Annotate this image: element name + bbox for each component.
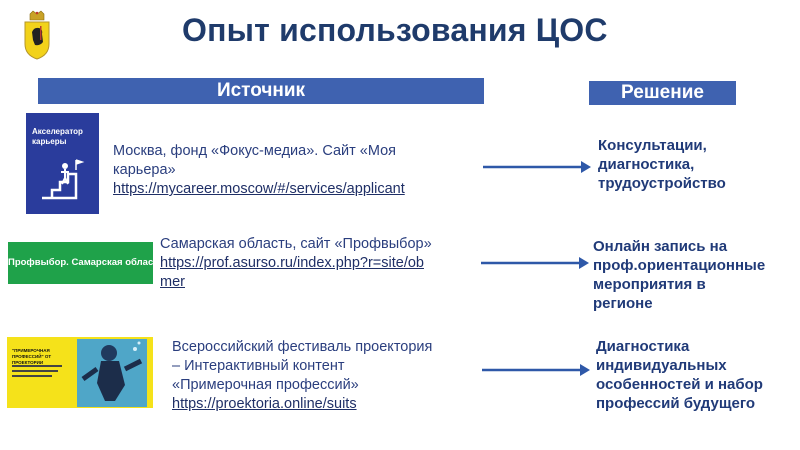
solution-header: Решение (589, 81, 736, 105)
link-profvybor[interactable]: https://prof.asurso.ru/index.php?r=site/… (160, 255, 424, 290)
arrow-right-icon (483, 161, 591, 173)
logo-text: "ПРИМЕРОЧНАЯ ПРОФЕССИЙ" ОТ ПРОЕКТОРИИ (12, 348, 52, 365)
logo-caption-placeholder (12, 370, 58, 372)
stairs-icon (42, 159, 85, 200)
solution-text-1: Консультации, диагностика, трудоустройст… (598, 137, 726, 192)
solution-text-2: Онлайн запись на проф.ориентационные мер… (593, 238, 766, 312)
diver-illustration (77, 339, 147, 407)
source-text-moscow: Москва, фонд «Фокус-медиа». Сайт «Моя ка… (113, 142, 458, 199)
proektoria-logo: "ПРИМЕРОЧНАЯ ПРОФЕССИЙ" ОТ ПРОЕКТОРИИ (7, 337, 153, 408)
arrow-right-icon (481, 257, 589, 269)
source-text-samara: Самарская область, сайт «Профвыбор» http… (160, 235, 490, 292)
profvybor-logo: Профвыбор. Самарская область (8, 242, 164, 284)
link-mycareer[interactable]: https://mycareer.moscow/#/services/appli… (113, 181, 405, 197)
solution-text-3: Диагностика индивидуальных особенностей … (596, 338, 763, 412)
logo-text: Профвыбор. Самарская область (8, 257, 164, 268)
logo-caption-placeholder (12, 365, 62, 367)
source-text-proektoria: Всероссийский фестиваль проектория – Инт… (172, 338, 482, 414)
link-proektoria[interactable]: https://proektoria.online/suits (172, 396, 357, 412)
coat-of-arms-emblem (23, 10, 51, 60)
logo-caption-placeholder (12, 375, 52, 377)
source-header: Источник (38, 78, 484, 104)
page-title: Опыт использования ЦОС (182, 12, 608, 48)
arrow-right-icon (482, 364, 590, 376)
